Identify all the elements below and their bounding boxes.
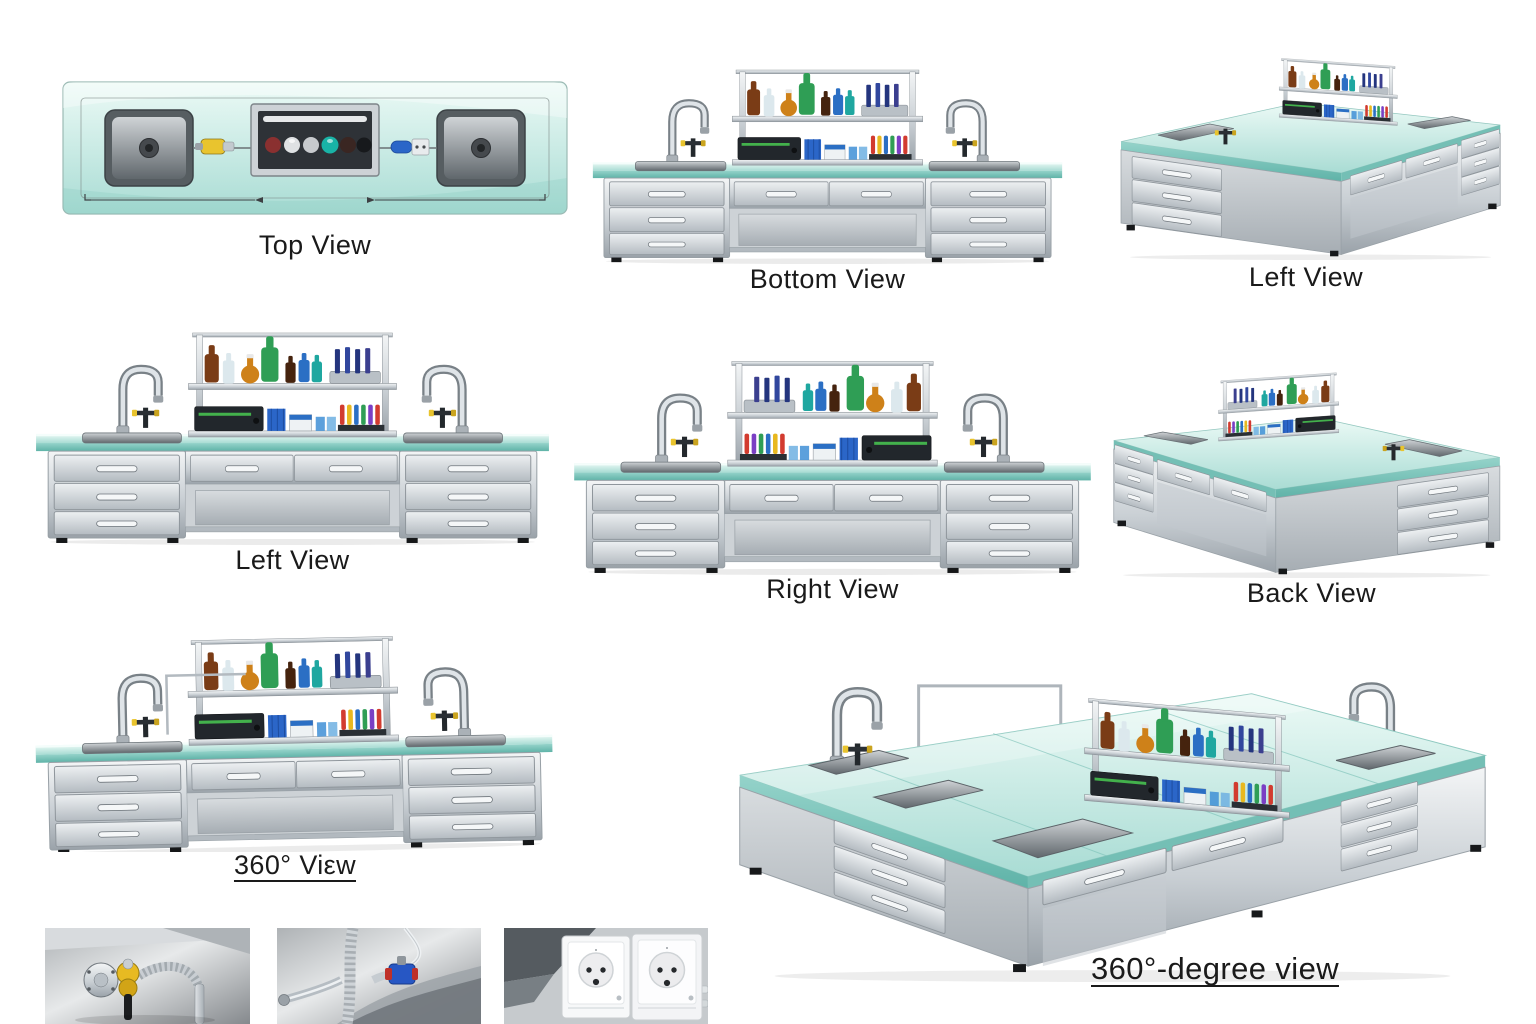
outlet-illustration — [504, 928, 708, 1024]
top-view-illustration — [62, 81, 568, 215]
right-view-illustration — [560, 335, 1105, 575]
label-bottom-view: Bottom View — [749, 264, 906, 294]
view-360-degree-illustration — [739, 612, 1488, 983]
label-back-view: Back View — [1246, 578, 1377, 608]
back-view-tile — [1093, 352, 1530, 578]
right-view-tile — [560, 335, 1105, 575]
label-view-360: 360° Viεw — [233, 850, 356, 880]
bottom-view-illustration — [570, 46, 1085, 264]
view-360-tile — [25, 612, 565, 852]
gas-valve-illustration — [45, 928, 250, 1024]
label-view-360-degree: 360°-degree view — [1091, 951, 1339, 986]
top-view-tile — [55, 68, 575, 228]
label-left-view-front: Left View — [235, 545, 350, 575]
bottom-view-tile — [570, 46, 1085, 264]
view-360-degree-tile — [695, 612, 1510, 984]
plumbing-photo — [277, 928, 481, 1024]
label-right-view: Right View — [766, 574, 899, 604]
label-top-view: Top View — [258, 230, 372, 260]
left-view-angled-tile — [1085, 38, 1527, 260]
view-360-illustration — [25, 612, 565, 852]
plumbing-illustration — [277, 928, 481, 1024]
gas-valve-photo — [45, 928, 250, 1024]
left-view-front-illustration — [30, 305, 555, 545]
back-view-illustration — [1093, 352, 1530, 578]
label-left-view-angled: Left View — [1248, 262, 1364, 292]
left-view-angled-illustration — [1085, 38, 1527, 260]
outlet-photo — [504, 928, 708, 1024]
left-view-front-tile — [30, 305, 555, 545]
